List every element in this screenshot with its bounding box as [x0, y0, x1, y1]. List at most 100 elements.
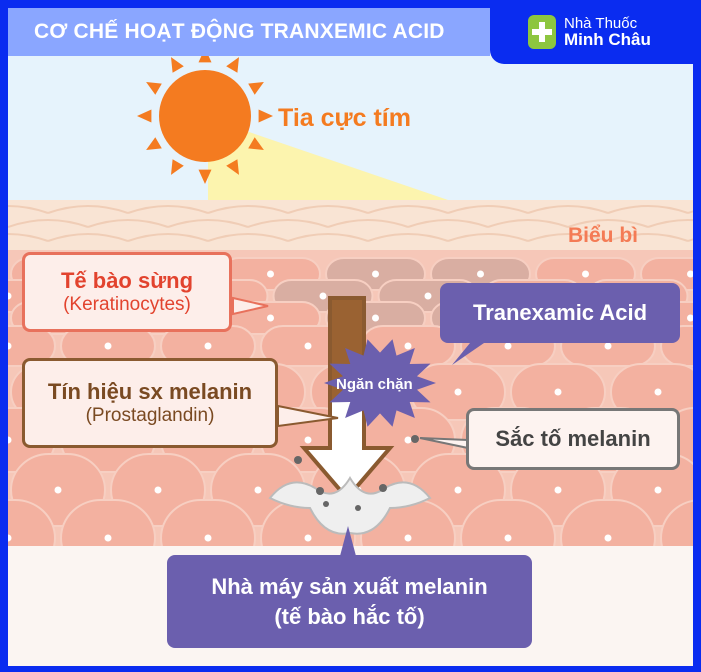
- cell-nucleus: [304, 436, 312, 444]
- callout-pointer: [232, 296, 269, 316]
- skin-scale: [87, 219, 169, 228]
- skin-scale: [127, 233, 209, 242]
- cell-nucleus: [404, 534, 412, 542]
- keratinocytes-subtitle: (Keratinocytes): [63, 294, 191, 315]
- melanocyte: [268, 476, 432, 535]
- cell-nucleus: [604, 342, 612, 350]
- factory-callout: Nhà máy sản xuất melanin (tế bào hắc tố): [167, 555, 532, 648]
- pigment-callout: Sắc tố melanin: [466, 408, 680, 470]
- skin-scale: [8, 205, 49, 214]
- sun-ray: [146, 137, 162, 150]
- callout-pointer: [277, 404, 339, 428]
- cell-nucleus: [554, 388, 562, 396]
- cell-nucleus: [104, 342, 112, 350]
- melanin-dots: [294, 435, 419, 511]
- cell-nucleus: [304, 342, 312, 350]
- block-starburst: [324, 339, 436, 427]
- pharmacy-cross-icon: [528, 15, 556, 49]
- factory-line1: Nhà máy sản xuất melanin: [211, 573, 488, 599]
- skin-scale: [287, 233, 369, 242]
- skin-scale: [407, 219, 489, 228]
- cell-nucleus: [8, 436, 12, 444]
- sun-ray: [248, 137, 264, 150]
- skin-scale: [127, 205, 209, 214]
- skin-scale: [287, 205, 369, 214]
- block-label: Ngăn chặn: [336, 376, 413, 393]
- cell-nucleus: [582, 270, 589, 278]
- cell-nucleus: [204, 534, 212, 542]
- cell-nucleus: [267, 270, 274, 278]
- cell-nucleus: [687, 314, 693, 322]
- skin-scale: [167, 219, 249, 228]
- keratinocytes-title: Tế bào sừng: [60, 268, 194, 293]
- cell-nucleus: [267, 314, 274, 322]
- cell-nucleus: [8, 342, 12, 350]
- cell-nucleus: [654, 388, 662, 396]
- cell-nucleus: [372, 270, 379, 278]
- skin-scale: [47, 233, 129, 242]
- skin-cell: [8, 325, 56, 367]
- logo-line2: Minh Châu: [564, 30, 651, 49]
- cell-nucleus: [54, 486, 62, 494]
- cell-nucleus: [154, 486, 162, 494]
- sun-ray: [226, 57, 239, 73]
- logo-line1: Nhà Thuốc: [564, 15, 638, 32]
- sun-icon: [137, 48, 273, 184]
- keratinocytes-callout: Tế bào sừng (Keratinocytes): [22, 252, 232, 332]
- cell-nucleus: [204, 342, 212, 350]
- tranexamic-callout: Tranexamic Acid: [440, 283, 680, 343]
- skin-scale: [367, 233, 449, 242]
- skin-scale: [607, 233, 689, 242]
- skin-scale: [447, 205, 529, 214]
- sun-ray: [146, 82, 162, 95]
- cell-nucleus: [554, 486, 562, 494]
- skin-scale: [8, 219, 89, 228]
- skin-scale: [567, 219, 649, 228]
- cell-nucleus: [424, 292, 432, 300]
- sun-ray: [171, 159, 184, 175]
- cell-nucleus: [604, 534, 612, 542]
- cell-nucleus: [104, 534, 112, 542]
- skin-scale: [527, 233, 609, 242]
- uv-beam: [208, 118, 448, 200]
- sun-ray: [137, 109, 152, 123]
- callout-pointer: [452, 343, 484, 365]
- skin-scale: [207, 233, 289, 242]
- cell-nucleus: [404, 436, 412, 444]
- sun-ray: [171, 57, 184, 73]
- cell-nucleus: [504, 342, 512, 350]
- skin-scale: [47, 205, 129, 214]
- skin-scale: [527, 205, 609, 214]
- cell-nucleus: [454, 388, 462, 396]
- skin-scale: [607, 205, 689, 214]
- skin-scale: [207, 205, 289, 214]
- cell-nucleus: [8, 534, 12, 542]
- diagram-canvas: Tia cực tím Biểu bì Ngăn chặn Tế bào sừn…: [8, 8, 693, 666]
- cell-nucleus: [372, 314, 379, 322]
- factory-line2: (tế bào hắc tố): [274, 603, 425, 629]
- cell-nucleus: [404, 342, 412, 350]
- cell-nucleus: [687, 270, 693, 278]
- signal-subtitle: (Prostaglandin): [85, 405, 215, 426]
- skin-scale: [447, 233, 529, 242]
- cell-nucleus: [304, 534, 312, 542]
- cell-nucleus: [504, 534, 512, 542]
- skin-scale: [327, 219, 409, 228]
- cell-nucleus: [477, 270, 484, 278]
- uv-label: Tia cực tím: [278, 104, 411, 132]
- sun-ray: [248, 82, 264, 95]
- sun-ray: [258, 109, 273, 123]
- callout-pointer: [340, 526, 356, 556]
- page-title: CƠ CHẾ HOẠT ĐỘNG TRANXEMIC ACID: [8, 8, 490, 56]
- cell-nucleus: [254, 486, 262, 494]
- sun-ray: [198, 169, 212, 184]
- cell-nucleus: [454, 486, 462, 494]
- cell-nucleus: [8, 292, 12, 300]
- skin-scale: [647, 219, 693, 228]
- signal-callout: Tín hiệu sx melanin (Prostaglandin): [22, 358, 278, 448]
- skin-scale: [367, 205, 449, 214]
- skin-scale: [487, 219, 569, 228]
- cell-nucleus: [654, 486, 662, 494]
- skin-scale: [247, 219, 329, 228]
